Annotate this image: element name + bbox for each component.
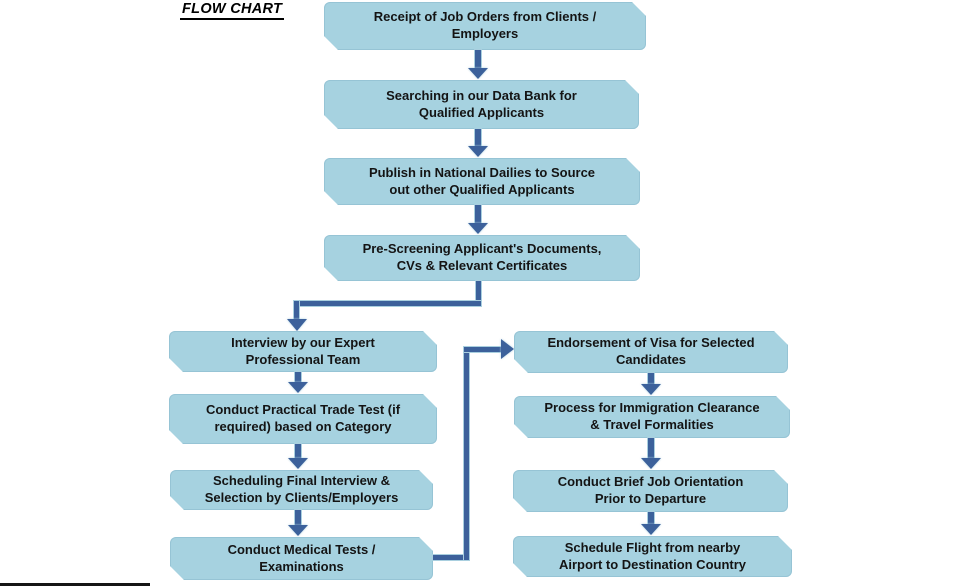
arrow-down-icon [468, 205, 488, 234]
node-label: Publish in National Dailies to Source ou… [368, 164, 596, 197]
node-label: Interview by our Expert Professional Tea… [231, 334, 375, 367]
node-label: Process for Immigration Clearance & Trav… [544, 400, 760, 432]
node-label: Receipt of Job Orders from Clients / Emp… [373, 9, 597, 41]
connector-segment [294, 301, 481, 306]
arrow-down-icon [468, 129, 488, 157]
arrow-down-icon [641, 438, 661, 469]
flow-node-immigration-clearance: Process for Immigration Clearance & Trav… [514, 396, 790, 438]
connector-segment [476, 281, 481, 306]
flow-node-interview-expert-team: Interview by our Expert Professional Tea… [169, 331, 437, 372]
node-label: Searching in our Data Bank for Qualified… [386, 87, 577, 120]
arrow-head-down-icon [287, 319, 307, 331]
flow-node-publish-national-dailies: Publish in National Dailies to Source ou… [324, 158, 640, 205]
flow-node-practical-trade-test: Conduct Practical Trade Test (if require… [169, 394, 437, 444]
arrow-down-icon [641, 373, 661, 395]
connector-segment [464, 347, 501, 352]
flow-node-medical-tests: Conduct Medical Tests / Examinations [170, 537, 433, 580]
arrow-down-icon [288, 444, 308, 469]
flow-node-final-interview-selection: Scheduling Final Interview & Selection b… [170, 470, 433, 510]
flow-node-search-data-bank: Searching in our Data Bank for Qualified… [324, 80, 639, 129]
flow-node-visa-endorsement: Endorsement of Visa for Selected Candida… [514, 331, 788, 373]
node-label: Conduct Brief Job Orientation Prior to D… [557, 474, 744, 506]
connector-segment [433, 555, 469, 560]
node-label: Conduct Medical Tests / Examinations [227, 541, 376, 574]
flow-node-flight-schedule: Schedule Flight from nearby Airport to D… [513, 536, 792, 577]
flow-node-receipt-job-orders: Receipt of Job Orders from Clients / Emp… [324, 2, 646, 50]
arrow-down-icon [288, 372, 308, 393]
node-label: Endorsement of Visa for Selected Candida… [547, 335, 755, 367]
node-label: Conduct Practical Trade Test (if require… [205, 402, 401, 434]
arrow-head-right-icon [501, 339, 514, 359]
page-edge-line [0, 583, 150, 586]
node-label: Pre-Screening Applicant's Documents, CVs… [362, 241, 602, 273]
connector-segment [294, 301, 299, 320]
arrow-down-icon [641, 512, 661, 535]
flow-node-pre-screening-documents: Pre-Screening Applicant's Documents, CVs… [324, 235, 640, 281]
connector-segment [464, 347, 469, 560]
arrow-down-icon [288, 510, 308, 536]
node-label: Scheduling Final Interview & Selection b… [204, 473, 399, 505]
node-label: Schedule Flight from nearby Airport to D… [558, 539, 747, 572]
page-title: FLOW CHART [180, 1, 285, 20]
arrow-down-icon [468, 50, 488, 79]
flow-node-job-orientation: Conduct Brief Job Orientation Prior to D… [513, 470, 788, 512]
